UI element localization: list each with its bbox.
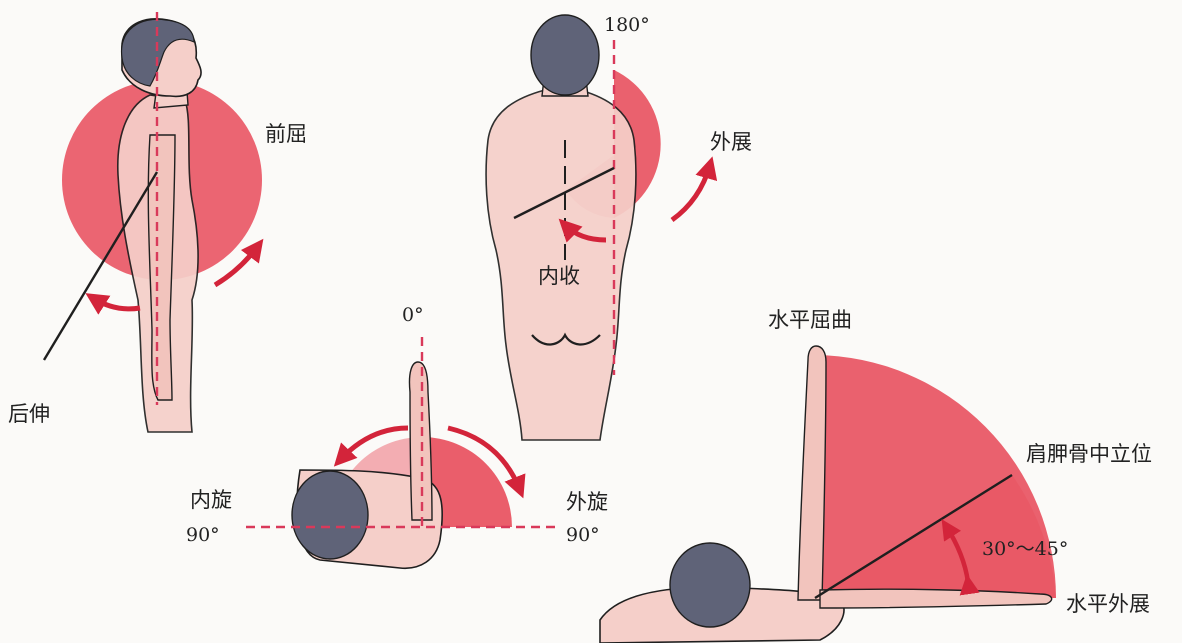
scapular-neutral-label: 肩胛骨中立位 — [1026, 444, 1152, 465]
abduction-top-angle: 180° — [604, 16, 650, 35]
back-head — [531, 15, 599, 95]
adduction-label: 内收 — [538, 266, 580, 287]
flexion-extension-figure — [44, 12, 262, 432]
horizontal-head — [670, 543, 750, 627]
horizontal-extended-arm — [820, 589, 1052, 608]
internal-rotation-angle: 90° — [186, 526, 220, 545]
flexion-label: 前屈 — [265, 124, 307, 145]
internal-rotation-label: 内旋 — [190, 490, 232, 511]
external-rotation-angle: 90° — [566, 526, 600, 545]
raised-forearm — [409, 362, 432, 520]
horizontal-figure — [600, 346, 1056, 643]
rotation-top-angle: 0° — [402, 306, 424, 325]
range-angle-label: 30°～45° — [982, 540, 1068, 559]
abduction-adduction-figure — [486, 15, 710, 440]
side-arm — [148, 135, 175, 400]
lying-head — [292, 471, 368, 559]
horizontal-raised-arm — [798, 346, 826, 600]
external-rotation-label: 外旋 — [566, 492, 608, 513]
horizontal-abduction-label: 水平外展 — [1066, 594, 1150, 615]
extension-arrow — [93, 298, 140, 309]
abduction-arrow — [672, 165, 710, 220]
horizontal-flexion-label: 水平屈曲 — [768, 310, 852, 331]
abduction-label: 外展 — [710, 132, 752, 153]
extension-label: 后伸 — [8, 404, 50, 425]
